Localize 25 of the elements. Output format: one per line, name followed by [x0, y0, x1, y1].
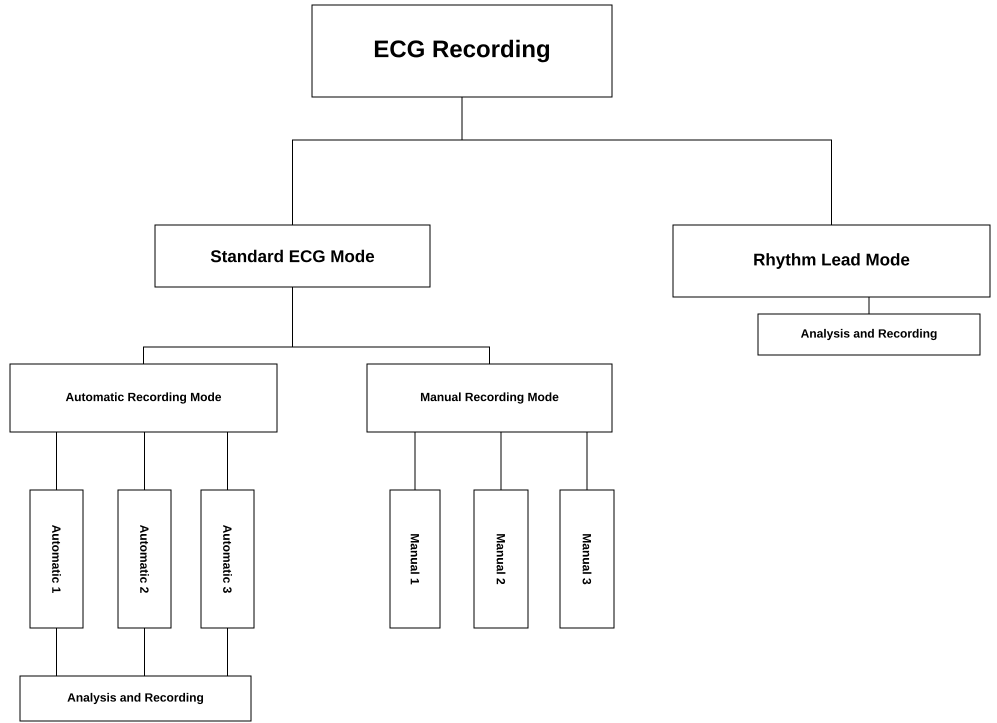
- title-box: ECG Recording: [312, 4, 612, 98]
- connector-line: [462, 97, 832, 225]
- connector-line: [56, 432, 57, 490]
- channel-box: Automatic 1: [30, 490, 84, 628]
- connector-line: [414, 432, 416, 490]
- connector-line: [227, 432, 228, 490]
- connector-line: [868, 297, 870, 314]
- connector-line: [586, 432, 588, 490]
- process-box: Analysis and Recording: [758, 314, 980, 356]
- mode-box: Standard ECG Mode: [154, 224, 430, 288]
- connector-line: [500, 432, 502, 490]
- connector-line: [292, 287, 490, 364]
- mode-box: Manual Recording Mode: [366, 364, 612, 432]
- channel-box: Automatic 3: [200, 490, 254, 628]
- channel-box: Manual 3: [560, 490, 614, 628]
- connector-line: [144, 432, 145, 490]
- connector-line: [56, 628, 57, 676]
- channel-box: Manual 2: [474, 490, 528, 628]
- process-box: Analysis and Recording: [20, 676, 252, 722]
- channel-box: Automatic 2: [118, 490, 172, 628]
- mode-box: Rhythm Lead Mode: [672, 224, 990, 298]
- mode-box: Automatic Recording Mode: [10, 364, 278, 432]
- connector-line: [227, 628, 228, 676]
- channel-box: Manual 1: [390, 490, 440, 628]
- connector-line: [144, 628, 145, 676]
